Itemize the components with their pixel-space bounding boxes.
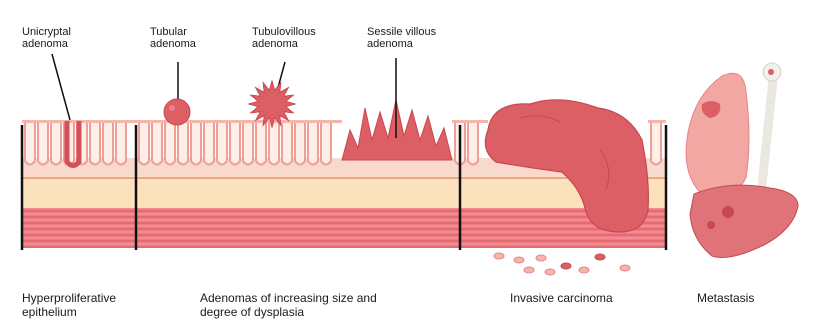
hyperproliferative-caption: Hyperproliferative epithelium <box>22 291 116 319</box>
metastasis-caption: Metastasis <box>697 291 754 305</box>
adenomas-caption: Adenomas of increasing size and degree o… <box>200 291 377 319</box>
invasive-carcinoma-caption: Invasive carcinoma <box>510 291 613 305</box>
